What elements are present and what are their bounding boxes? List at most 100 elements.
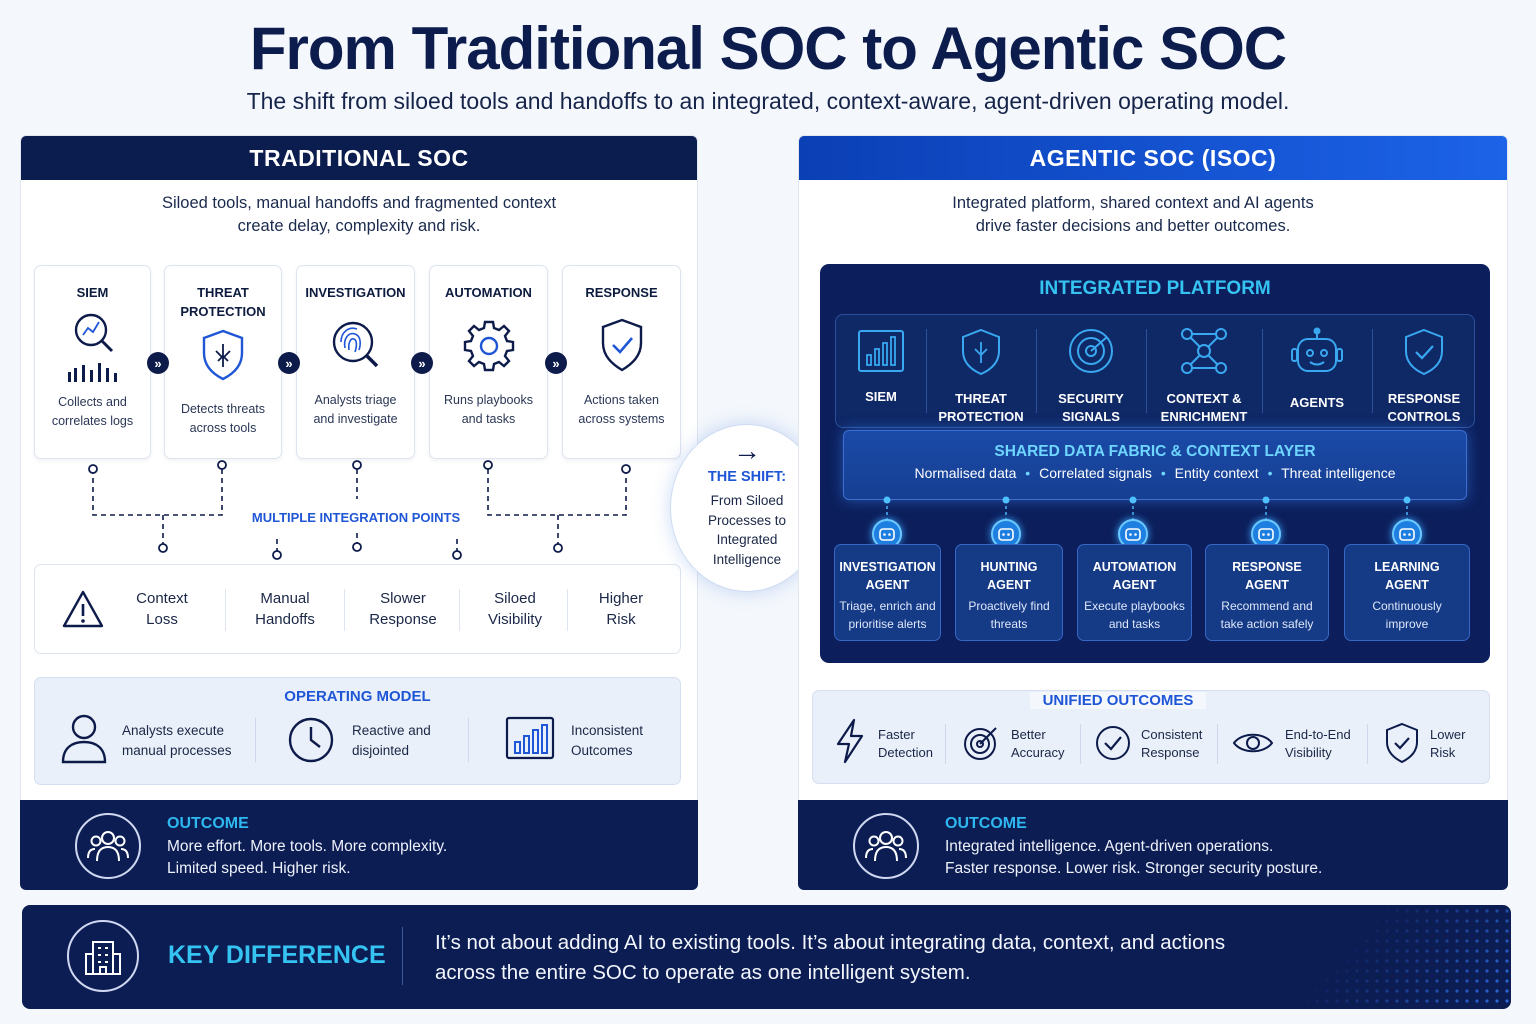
decor-dot bbox=[1465, 979, 1469, 983]
divider bbox=[1262, 329, 1263, 413]
traditional-outcome: OUTCOME More effort. More tools. More co… bbox=[20, 800, 698, 890]
tool-card-siem: SIEM Collects and correlates logs bbox=[34, 265, 151, 459]
lightning-icon bbox=[836, 718, 864, 764]
shield-check-icon bbox=[1386, 722, 1418, 764]
outcome-end-to-end-visibility: End-to-End Visibility bbox=[1285, 727, 1351, 760]
magnifier-chart-icon bbox=[67, 313, 117, 382]
decor-dot bbox=[1445, 939, 1449, 943]
decor-dot bbox=[1505, 959, 1509, 963]
check-circle-icon bbox=[1096, 726, 1130, 760]
decor-dot bbox=[1395, 969, 1399, 973]
decor-dot bbox=[1415, 979, 1419, 983]
robot-icon bbox=[1291, 327, 1343, 372]
decor-dot bbox=[1395, 949, 1399, 953]
decor-dot bbox=[1475, 939, 1479, 943]
decor-dot bbox=[1455, 969, 1459, 973]
traditional-intro: Siloed tools, manual handoffs and fragme… bbox=[161, 194, 557, 235]
decor-dot bbox=[1365, 959, 1369, 963]
shield-check-icon bbox=[1405, 328, 1443, 376]
decor-dot bbox=[1425, 969, 1429, 973]
decor-dot bbox=[1495, 979, 1499, 983]
key-difference-banner: KEY DIFFERENCE It’s not about adding AI … bbox=[22, 905, 1511, 1009]
decor-dot bbox=[1425, 949, 1429, 953]
divider bbox=[1080, 724, 1081, 764]
decor-dot bbox=[1485, 989, 1489, 993]
decor-dot bbox=[1465, 989, 1469, 993]
decor-dot bbox=[1405, 909, 1409, 913]
decor-dot bbox=[1425, 909, 1429, 913]
decor-dot bbox=[1345, 999, 1349, 1003]
decor-dot bbox=[1375, 919, 1379, 923]
outcome-lower-risk: Lower Risk bbox=[1430, 727, 1466, 760]
traditional-soc-header: TRADITIONAL SOC bbox=[21, 136, 697, 180]
decor-dot bbox=[1455, 939, 1459, 943]
decor-dot bbox=[1375, 969, 1379, 973]
divider bbox=[225, 589, 226, 631]
decor-dot bbox=[1415, 969, 1419, 973]
target-icon bbox=[964, 727, 997, 760]
platform-tools-row: SIEM THREAT PROTECTION SECURITY SIGNALS bbox=[835, 314, 1475, 428]
decor-dot bbox=[1495, 959, 1499, 963]
agentic-outcome-text: Integrated intelligence. Agent-driven op… bbox=[945, 838, 1323, 877]
decor-dot bbox=[1505, 969, 1509, 973]
divider bbox=[926, 329, 927, 413]
decor-dot bbox=[1335, 999, 1339, 1003]
divider bbox=[1367, 724, 1368, 764]
decor-dot bbox=[1475, 979, 1479, 983]
decor-dot bbox=[1345, 959, 1349, 963]
opm-reactive: Reactive and disjointed bbox=[352, 723, 431, 758]
opm-manual-processes: Analysts execute manual processes bbox=[122, 723, 232, 758]
decor-dot bbox=[1425, 919, 1429, 923]
decor-dot bbox=[1455, 919, 1459, 923]
decor-dot bbox=[1465, 919, 1469, 923]
decor-dot bbox=[1375, 989, 1379, 993]
decor-dot bbox=[1435, 969, 1439, 973]
building-icon bbox=[67, 920, 139, 992]
decor-dot bbox=[1415, 939, 1419, 943]
decor-dot bbox=[1305, 999, 1309, 1003]
decor-dot bbox=[1405, 989, 1409, 993]
integration-points-label: MULTIPLE INTEGRATION POINTS bbox=[251, 510, 461, 525]
decor-dot bbox=[1425, 989, 1429, 993]
decor-dot bbox=[1425, 939, 1429, 943]
decor-dot bbox=[1455, 929, 1459, 933]
decor-dot bbox=[1375, 939, 1379, 943]
agentic-outcome: OUTCOME Integrated intelligence. Agent-d… bbox=[798, 800, 1508, 890]
decor-dot bbox=[1505, 919, 1509, 923]
decor-dot bbox=[1405, 979, 1409, 983]
decor-dot bbox=[1405, 929, 1409, 933]
divider bbox=[1372, 329, 1373, 413]
platform-tool-threat-protection: THREAT PROTECTION bbox=[926, 315, 1036, 427]
decor-dot bbox=[1495, 949, 1499, 953]
integrated-platform-title: INTEGRATED PLATFORM bbox=[1039, 278, 1271, 299]
outcome-better-accuracy: Better Accuracy bbox=[1011, 727, 1065, 760]
decor-dot bbox=[1465, 999, 1469, 1003]
decor-dot bbox=[1455, 989, 1459, 993]
platform-tool-security-signals: SECURITY SIGNALS bbox=[1036, 315, 1146, 427]
decor-dot bbox=[1385, 929, 1389, 933]
agent-card-learning: LEARNING AGENT Continuously improve bbox=[1344, 544, 1470, 641]
decor-dot bbox=[1355, 999, 1359, 1003]
decor-dot bbox=[1435, 999, 1439, 1003]
decor-dot bbox=[1365, 939, 1369, 943]
decor-dot bbox=[1415, 989, 1419, 993]
decor-dot bbox=[1475, 969, 1479, 973]
integration-connectors bbox=[88, 460, 631, 560]
dot-pattern bbox=[1305, 909, 1509, 1003]
decor-dot bbox=[1445, 929, 1449, 933]
decor-dot bbox=[1445, 959, 1449, 963]
gear-icon bbox=[463, 320, 514, 372]
decor-dot bbox=[1315, 999, 1319, 1003]
decor-dot bbox=[1485, 929, 1489, 933]
decor-dot bbox=[1365, 969, 1369, 973]
decor-dot bbox=[1345, 979, 1349, 983]
decor-dot bbox=[1465, 969, 1469, 973]
decor-dot bbox=[1445, 969, 1449, 973]
decor-dot bbox=[1415, 959, 1419, 963]
decor-dot bbox=[1505, 949, 1509, 953]
shield-icon bbox=[962, 328, 1000, 376]
decor-dot bbox=[1325, 999, 1329, 1003]
agent-card-automation: AUTOMATION AGENT Execute playbooks and t… bbox=[1077, 544, 1192, 641]
decor-dot bbox=[1455, 959, 1459, 963]
traditional-outcome-title: OUTCOME bbox=[167, 815, 249, 832]
